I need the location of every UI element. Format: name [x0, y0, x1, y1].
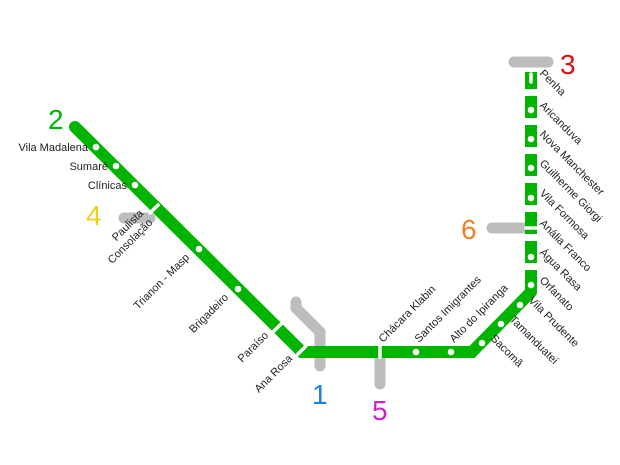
station-marker [195, 245, 203, 253]
line-numbers: 2 4 1 5 6 3 [48, 49, 576, 426]
station-marker [131, 181, 139, 189]
station-marker [527, 281, 535, 289]
station-marker [497, 320, 505, 328]
station-label: Santos Imigrantes [413, 274, 485, 346]
station-marker [527, 253, 535, 261]
station-label: Paraíso [236, 330, 271, 365]
station-marker [112, 162, 120, 170]
station-marker [478, 339, 486, 347]
station-label: Sumaré [69, 161, 108, 173]
station-label: Trianon - Masp [132, 252, 193, 313]
station[interactable]: Paraíso [236, 321, 284, 365]
station-marker [527, 164, 535, 172]
station[interactable]: Trianon - Masp [132, 245, 203, 313]
station-label: Clínicas [88, 180, 128, 192]
line-1-number: 1 [312, 379, 328, 410]
line-3-number: 3 [560, 49, 576, 80]
line-5-number: 5 [372, 395, 388, 426]
transfer-station-marker [272, 321, 284, 333]
station-marker [527, 194, 535, 202]
station[interactable]: Brigadeiro [187, 285, 242, 336]
station-label: Sacomã [488, 333, 526, 371]
station-label: Ana Rosa [252, 352, 295, 395]
station-marker [234, 285, 242, 293]
line-6-number: 6 [461, 214, 477, 245]
station[interactable]: Sumaré [69, 161, 120, 173]
station[interactable]: Ana Rosa [252, 344, 308, 395]
transfer-station-marker [296, 344, 308, 356]
station-marker [92, 143, 100, 151]
station-label: Vila Madalena [18, 142, 88, 154]
station-marker [527, 135, 535, 143]
line-4-number: 4 [86, 200, 102, 231]
station[interactable]: Vila Madalena [18, 142, 100, 154]
transfer-station-marker [148, 203, 160, 215]
station-marker [527, 106, 535, 114]
line-2-number: 2 [48, 104, 64, 135]
station-marker [516, 301, 524, 309]
station-marker [412, 348, 420, 356]
station-marker [447, 348, 455, 356]
station-label: Brigadeiro [187, 292, 231, 336]
station[interactable]: Clínicas [88, 180, 139, 192]
